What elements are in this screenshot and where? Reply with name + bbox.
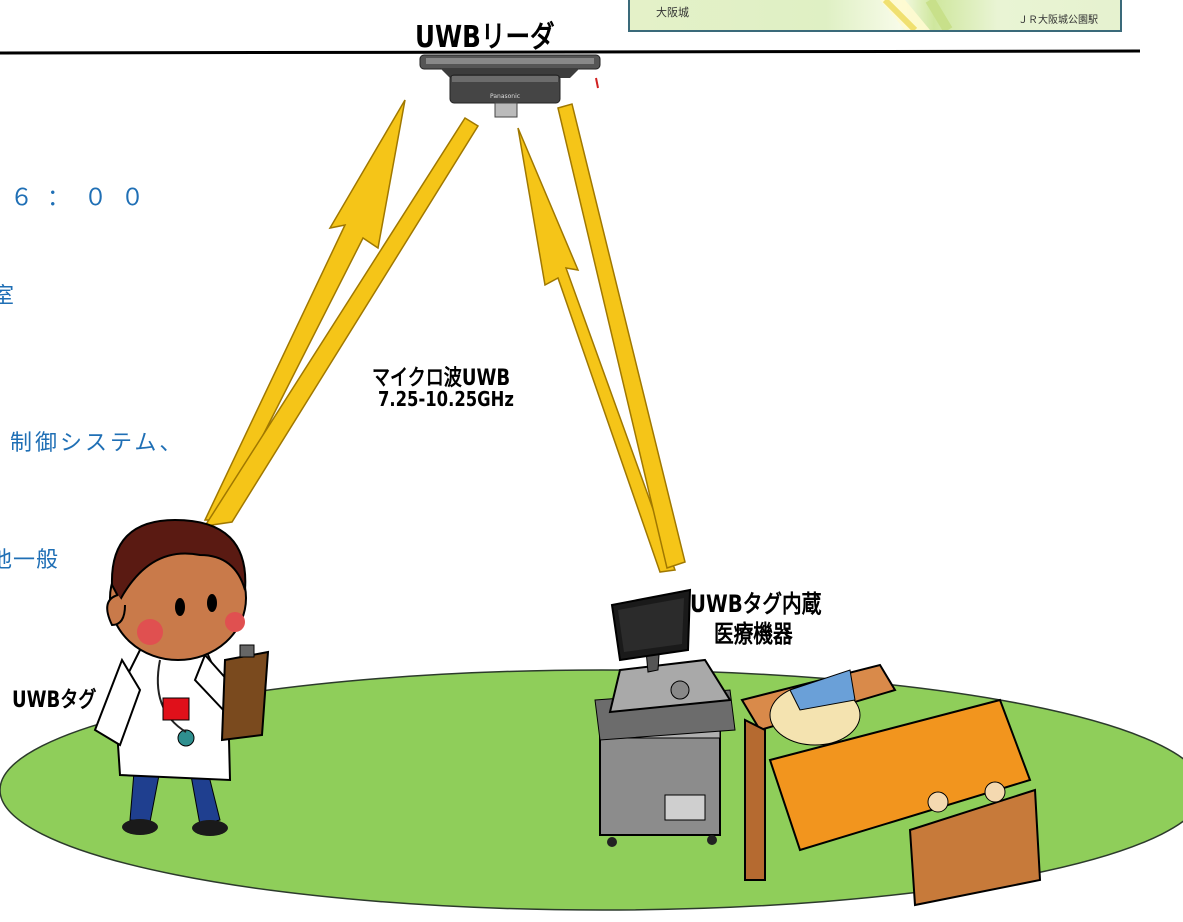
- map-label-osaka-castle: 大阪城: [656, 6, 689, 19]
- device-label-line1: UWBタグ内蔵: [690, 590, 822, 618]
- wave-arrow-doctor-to-reader: [203, 99, 406, 521]
- medical-device-illustration: [594, 588, 736, 847]
- doctor-illustration: [93, 518, 270, 836]
- wave-label-line2: 7.25-10.25GHz: [378, 387, 514, 411]
- divider-line: [0, 49, 1141, 55]
- map-inset: 大阪城 ＪＲ大阪城公園駅: [628, 0, 1122, 32]
- text-control-system: 制御システム、: [10, 431, 185, 456]
- wave-label-line1: マイクロ波UWB: [372, 366, 511, 391]
- map-label-jr-station: ＪＲ大阪城公園駅: [1018, 15, 1098, 26]
- map-road-graphic: [880, 0, 953, 30]
- doctor-tag-label: UWBタグ: [12, 688, 97, 713]
- uwb-reader-icon: Panasonic: [419, 54, 601, 118]
- time-text: ６：００: [10, 185, 158, 211]
- patient-bed-illustration: [740, 663, 1042, 907]
- reader-brand-text: Panasonic: [490, 93, 520, 100]
- device-label-line2: 医療機器: [714, 620, 793, 648]
- text-room: 室: [0, 284, 16, 309]
- doctor-uwb-tag: [162, 697, 190, 721]
- reader-title: UWBリーダ: [415, 20, 555, 55]
- wave-band-reader-to-device: [557, 103, 686, 569]
- text-general: 他一般: [0, 548, 60, 573]
- wave-band-reader-to-doctor: [203, 116, 480, 527]
